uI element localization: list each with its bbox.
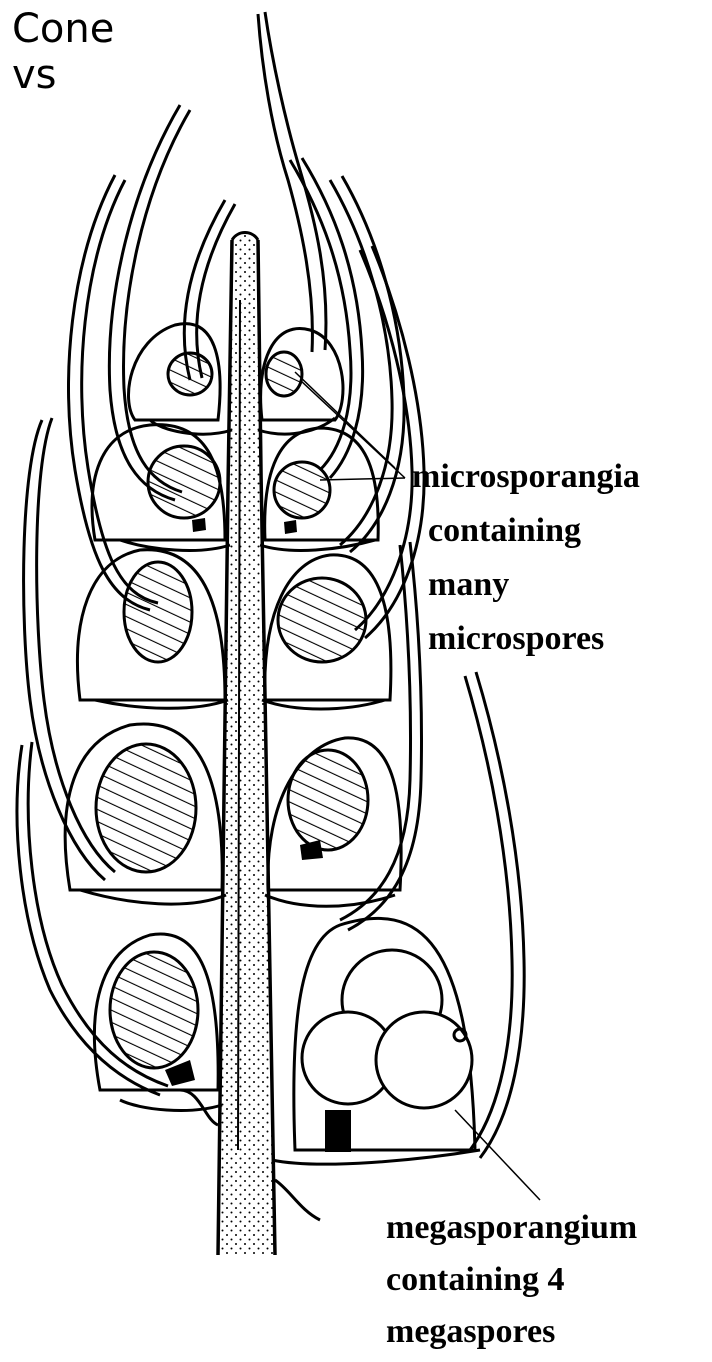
microsporangia-label: microsporangia containing many microspor…: [412, 450, 640, 666]
mega-label-line-1: megasporangium: [386, 1202, 637, 1254]
megaspores: [302, 950, 472, 1108]
microsporangium: [96, 744, 196, 872]
microsporangium: [110, 952, 198, 1068]
mega-label-line-3: megaspores: [386, 1306, 637, 1358]
microsporangium: [168, 353, 212, 395]
microsporangium: [278, 578, 366, 662]
microsporangium: [124, 562, 192, 662]
diagram-title: Cone vs: [12, 6, 114, 98]
title-line-2: vs: [12, 52, 114, 98]
micro-label-line-4: microspores: [412, 612, 640, 666]
mega-label-line-2: containing 4: [386, 1254, 637, 1306]
microsporangium: [274, 462, 330, 518]
microsporangium: [148, 446, 220, 518]
microsporangium: [288, 750, 368, 850]
megasporangium-label: megasporangium containing 4 megaspores: [386, 1202, 637, 1358]
megaspore: [376, 1012, 472, 1108]
micro-label-line-3: many: [412, 558, 640, 612]
title-line-1: Cone: [12, 6, 114, 52]
cone-axis: [218, 233, 275, 1256]
micro-label-line-2: containing: [412, 504, 640, 558]
micro-label-line-1: microsporangia: [412, 450, 640, 504]
